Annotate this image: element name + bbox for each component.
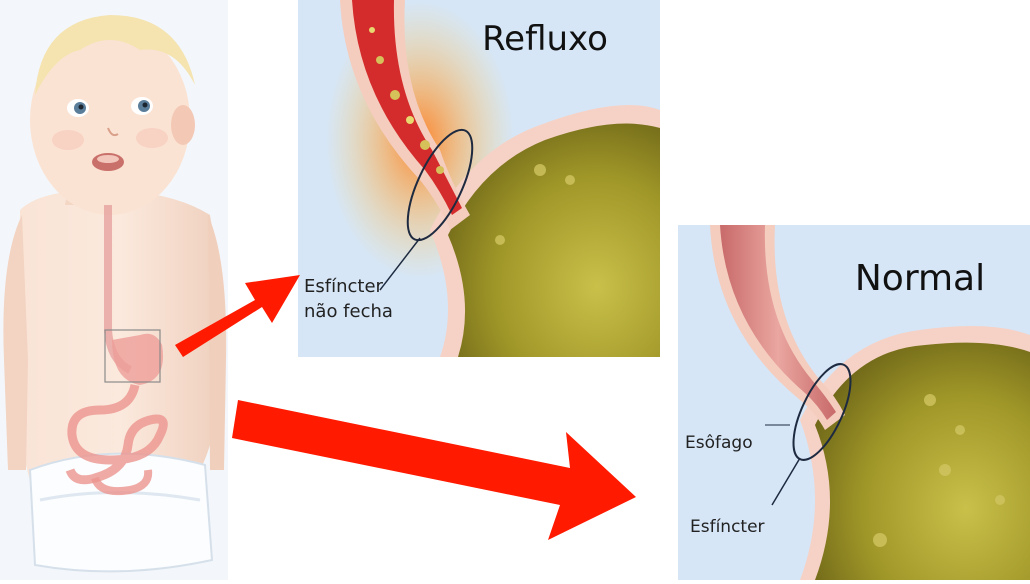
reflux-label-line2: não fecha xyxy=(304,301,393,322)
reflux-title: Refluxo xyxy=(482,19,608,59)
normal-title: Normal xyxy=(855,258,985,299)
sphincter-ring xyxy=(406,128,474,242)
reflux-panel: Refluxo Esfíncter não fecha xyxy=(298,0,660,357)
arrow-to-reflux xyxy=(175,275,300,357)
arrow-to-normal xyxy=(232,400,636,540)
focus-box xyxy=(104,329,161,383)
esophagus-label: Esôfago xyxy=(685,433,753,453)
reflux-label-line1: Esfíncter xyxy=(304,276,384,297)
sphincter-label: Esfíncter xyxy=(690,517,765,537)
normal-panel: Normal Esôfago Esfíncter xyxy=(678,225,1030,580)
baby-illustration xyxy=(0,0,228,580)
